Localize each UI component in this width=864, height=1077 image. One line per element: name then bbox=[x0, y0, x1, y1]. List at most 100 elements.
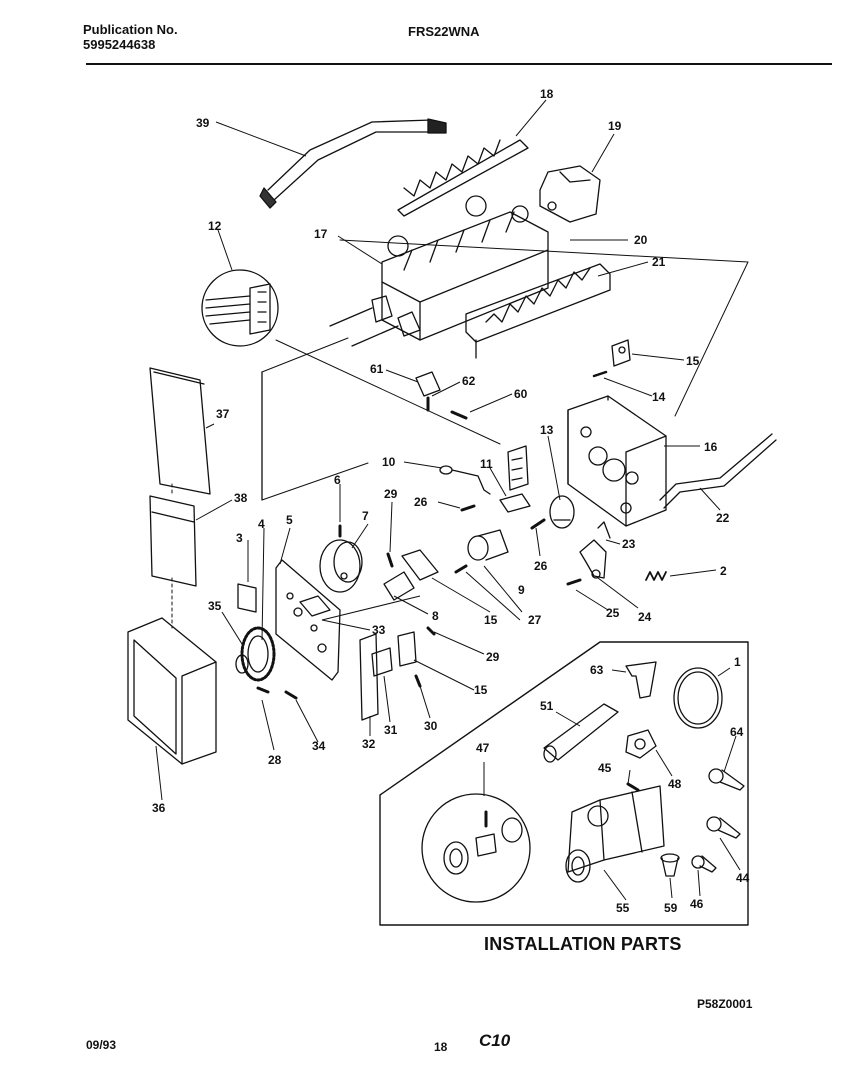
callout-26-upper: 26 bbox=[414, 495, 428, 509]
callout-27: 27 bbox=[528, 613, 542, 627]
callout-11: 11 bbox=[480, 457, 493, 471]
ice-mold-17 bbox=[329, 195, 549, 347]
clamp-63 bbox=[625, 661, 657, 699]
spring-2 bbox=[645, 571, 667, 581]
callout-23: 23 bbox=[622, 537, 636, 551]
callout-15-low: 15 bbox=[474, 683, 488, 697]
callout-37: 37 bbox=[216, 407, 230, 421]
callout-24: 24 bbox=[638, 610, 652, 624]
callout-7: 7 bbox=[362, 509, 369, 523]
callout-64: 64 bbox=[730, 725, 744, 739]
model-number: FRS22WNA bbox=[408, 24, 480, 39]
callout-16: 16 bbox=[704, 440, 718, 454]
switch-15-top bbox=[611, 339, 631, 367]
lever-24 bbox=[579, 521, 611, 579]
nut-48 bbox=[625, 729, 657, 759]
callout-8: 8 bbox=[432, 609, 439, 623]
spring-10 bbox=[439, 465, 491, 495]
cam-13 bbox=[549, 495, 575, 529]
callout-17: 17 bbox=[314, 227, 328, 241]
grommet-59 bbox=[660, 853, 680, 877]
callout-38: 38 bbox=[234, 491, 248, 505]
callout-55: 55 bbox=[616, 901, 630, 915]
clip-64 bbox=[708, 768, 745, 791]
callout-25: 25 bbox=[606, 606, 620, 620]
callout-29-lower: 29 bbox=[486, 650, 500, 664]
motor-7 bbox=[319, 539, 363, 593]
callout-33: 33 bbox=[372, 623, 386, 637]
manual-37 bbox=[149, 367, 211, 495]
cover-19 bbox=[539, 165, 601, 223]
callout-14: 14 bbox=[652, 390, 666, 404]
callout-3: 3 bbox=[236, 531, 243, 545]
callout-19: 19 bbox=[608, 119, 622, 133]
callout-34: 34 bbox=[312, 739, 326, 753]
callout-29-upper: 29 bbox=[384, 487, 398, 501]
heater-18 bbox=[397, 139, 529, 217]
publication-number: 5995244638 bbox=[83, 37, 156, 52]
heater-21 bbox=[465, 263, 611, 359]
callout-4: 4 bbox=[258, 517, 265, 531]
publication-label: Publication No. bbox=[83, 22, 178, 37]
callout-31: 31 bbox=[384, 723, 398, 737]
gear-35 bbox=[235, 626, 276, 682]
callout-20: 20 bbox=[634, 233, 648, 247]
callout-2: 2 bbox=[720, 564, 727, 578]
pad-3 bbox=[237, 583, 257, 613]
callout-10: 10 bbox=[382, 455, 396, 469]
clip-46 bbox=[691, 855, 717, 873]
shutoff-arm-22 bbox=[659, 433, 777, 509]
switch-assembly-32 bbox=[359, 631, 417, 721]
footer-section-code: C10 bbox=[479, 1031, 511, 1050]
callout-39: 39 bbox=[196, 116, 210, 130]
callout-13: 13 bbox=[540, 423, 554, 437]
card-38 bbox=[149, 495, 197, 587]
callout-26-lower: 26 bbox=[534, 559, 548, 573]
installation-parts-caption: INSTALLATION PARTS bbox=[484, 934, 682, 954]
callout-15-mid: 15 bbox=[484, 613, 498, 627]
connector-11 bbox=[507, 445, 529, 491]
callout-35: 35 bbox=[208, 599, 222, 613]
callout-60: 60 bbox=[514, 387, 528, 401]
footer-date: 09/93 bbox=[86, 1038, 117, 1052]
callout-5: 5 bbox=[286, 513, 293, 527]
callout-62: 62 bbox=[462, 374, 476, 388]
ring-1 bbox=[673, 667, 723, 729]
callout-59: 59 bbox=[664, 901, 678, 915]
callout-21: 21 bbox=[652, 255, 666, 269]
callout-15-top: 15 bbox=[686, 354, 700, 368]
callout-36: 36 bbox=[152, 801, 166, 815]
fill-tube-39 bbox=[259, 118, 447, 209]
callout-1: 1 bbox=[734, 655, 741, 669]
callout-48: 48 bbox=[668, 777, 682, 791]
switch-8 bbox=[383, 549, 439, 601]
water-tube-51 bbox=[543, 703, 619, 763]
callout-18: 18 bbox=[540, 87, 554, 101]
screw-45 bbox=[626, 782, 640, 792]
callout-12: 12 bbox=[208, 219, 222, 233]
detail-47 bbox=[421, 793, 531, 903]
callout-47: 47 bbox=[476, 741, 490, 755]
water-valve-55 bbox=[565, 785, 665, 883]
callout-6: 6 bbox=[334, 473, 341, 487]
callout-46: 46 bbox=[690, 897, 704, 911]
footer-page-number: 18 bbox=[434, 1040, 448, 1054]
clip-44 bbox=[706, 816, 741, 839]
callout-51: 51 bbox=[540, 699, 554, 713]
callout-44: 44 bbox=[736, 871, 750, 885]
callout-45: 45 bbox=[598, 761, 612, 775]
diagram-id: P58Z0001 bbox=[697, 997, 753, 1011]
callout-22: 22 bbox=[716, 511, 730, 525]
callout-30: 30 bbox=[424, 719, 438, 733]
wiring-harness-12 bbox=[201, 269, 501, 445]
header-rule bbox=[86, 63, 832, 65]
mounting-plate-5 bbox=[275, 559, 341, 681]
bracket-61 bbox=[415, 371, 441, 397]
callout-63: 63 bbox=[590, 663, 604, 677]
callout-9: 9 bbox=[518, 583, 525, 597]
housing-16 bbox=[567, 395, 667, 527]
thermostat-9 bbox=[467, 529, 509, 561]
callout-28: 28 bbox=[268, 753, 282, 767]
callout-61: 61 bbox=[370, 362, 384, 376]
